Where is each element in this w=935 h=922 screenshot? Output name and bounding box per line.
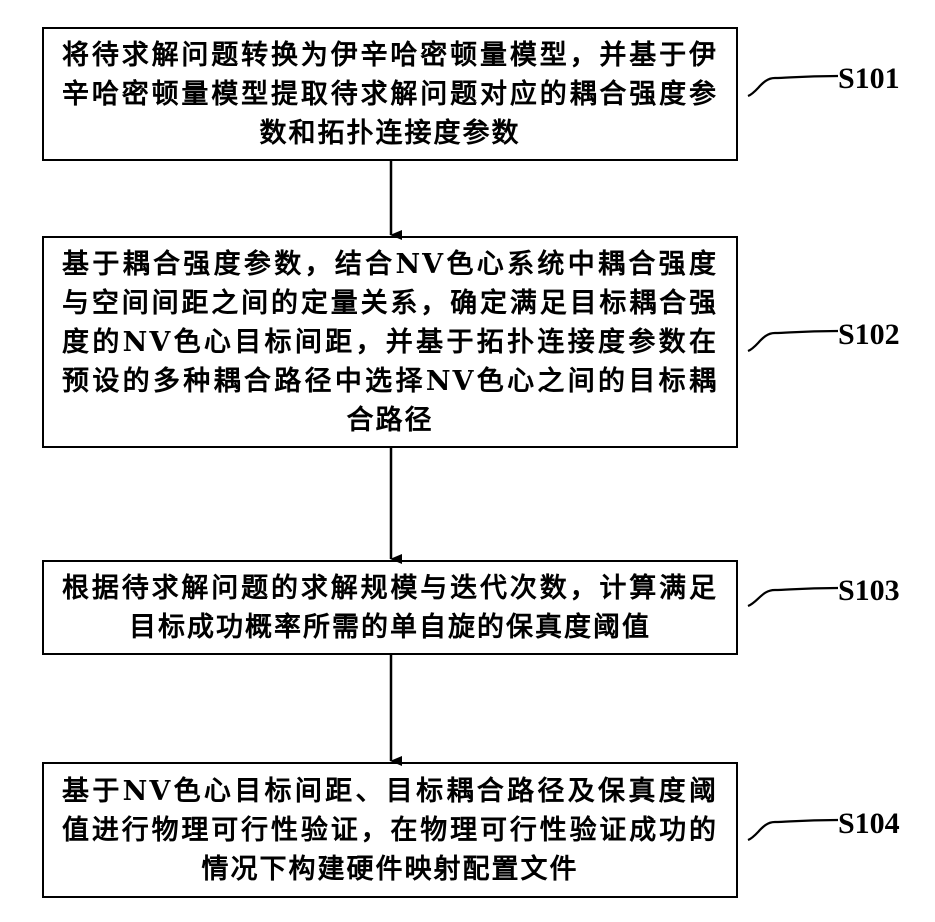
step-label-s103: S103	[838, 574, 900, 608]
label-leaders	[748, 76, 838, 840]
leader-s102	[748, 331, 838, 351]
leader-s103	[748, 588, 838, 606]
leader-s104	[748, 820, 838, 840]
leader-s101	[748, 76, 838, 96]
step-label-s101: S101	[838, 62, 900, 96]
step-label-s102: S102	[838, 318, 900, 352]
step-label-s104: S104	[838, 807, 900, 841]
